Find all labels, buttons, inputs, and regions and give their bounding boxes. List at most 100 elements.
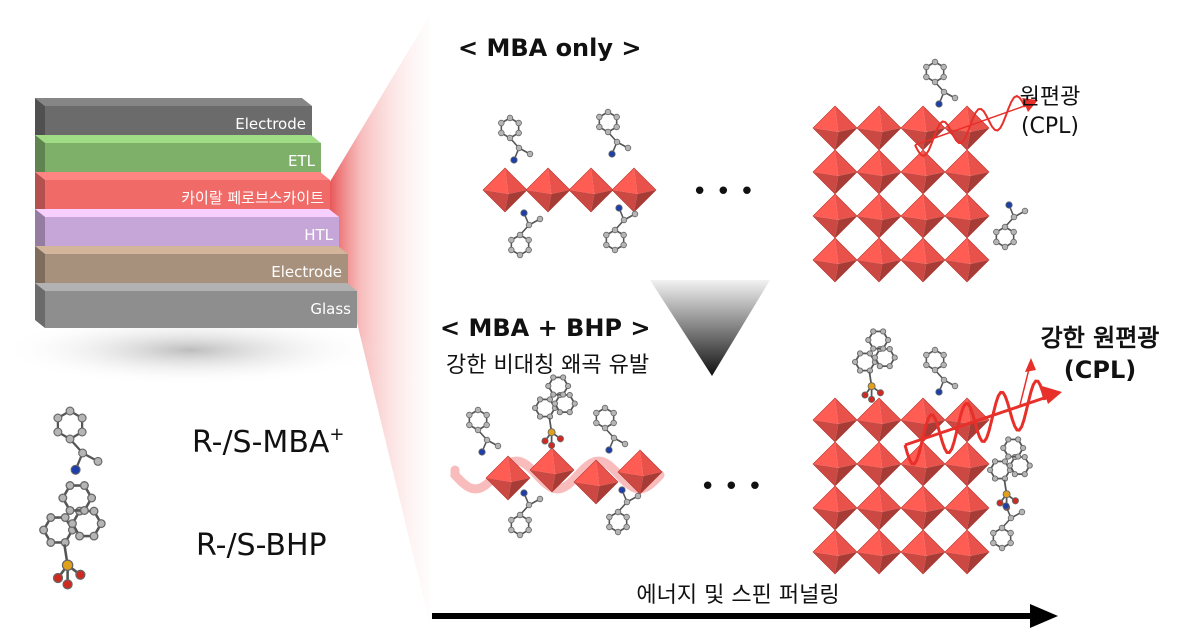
atom: [87, 493, 97, 503]
octahedron: [812, 397, 858, 443]
atom: [548, 441, 556, 449]
ellipsis-top: • • •: [692, 177, 755, 207]
atom: [565, 382, 572, 390]
atom: [536, 215, 544, 223]
octa-face: [879, 106, 901, 132]
octahedron: [900, 441, 946, 487]
stack-layer-side: [35, 98, 45, 143]
octa-face: [945, 398, 971, 424]
strong-cpl-ray: [904, 394, 1051, 447]
atom: [876, 389, 884, 397]
cpl-wave-bottom: [903, 358, 1062, 466]
octa-face: [857, 150, 883, 176]
atom: [46, 513, 56, 523]
octa-face: [857, 260, 883, 282]
atom: [525, 516, 532, 524]
twist-ribbon-path: [450, 456, 665, 494]
atom: [923, 361, 930, 369]
octa-face: [548, 168, 570, 194]
octahedron: [900, 529, 946, 575]
stack-layer-label: HTL: [304, 226, 333, 244]
octa-face: [813, 442, 839, 468]
atom: [547, 428, 556, 437]
stack-layer-side: [35, 209, 45, 254]
octa-face: [923, 194, 945, 220]
atom: [620, 231, 627, 239]
bhp-molecule-icon: [39, 481, 106, 590]
bottom-panel: < MBA + BHP > 강한 비대칭 왜곡 유발 • • • 강한 원편광 …: [440, 314, 1159, 575]
octa-face: [857, 398, 883, 424]
octahedron: [900, 149, 946, 195]
atom: [935, 388, 943, 396]
atom: [566, 409, 573, 416]
octa-face: [483, 190, 509, 212]
stack-layer-front: [45, 291, 357, 328]
atom: [536, 495, 544, 503]
atom: [940, 63, 947, 71]
legend: R-/S-MBA+ R-/S-BHP: [39, 406, 345, 590]
octa-face: [945, 172, 971, 194]
atom: [498, 129, 505, 137]
stack-layer: 카이랄 페로브스카이트: [35, 172, 330, 217]
octahedron: [482, 167, 528, 213]
atom: [1010, 213, 1018, 221]
atom: [89, 531, 99, 541]
atom: [75, 569, 86, 580]
octa-edge: [944, 529, 990, 575]
octa-edge: [529, 447, 575, 493]
octa-face: [945, 530, 971, 556]
top-panel-title: < MBA only >: [458, 34, 641, 62]
atom: [61, 559, 74, 571]
bhp-molecule: [987, 436, 1033, 511]
octahedron: [485, 455, 531, 501]
ellipsis-bottom: • • •: [700, 472, 763, 502]
octahedron: [812, 237, 858, 283]
atom: [621, 440, 629, 448]
atom: [998, 524, 1006, 532]
energy-axis-arrowhead: [1030, 604, 1058, 628]
energy-axis-label: 에너지 및 스핀 퍼널링: [636, 583, 839, 608]
atom: [606, 523, 613, 531]
atom: [601, 424, 609, 432]
octahedron: [944, 149, 990, 195]
mba-molecule: [606, 486, 642, 536]
octa-face: [901, 486, 927, 512]
stack-layer: Electrode: [35, 98, 312, 143]
stack-layer: Electrode: [35, 246, 348, 291]
octa-edge: [525, 167, 571, 213]
atom: [940, 88, 948, 96]
octa-face: [835, 442, 857, 468]
mba-molecule: [508, 489, 544, 539]
octahedron: [812, 105, 858, 151]
cpl-polarization-arrowhead: [1025, 358, 1036, 372]
octa-face: [967, 486, 989, 512]
atom: [993, 238, 1000, 246]
atom: [614, 508, 622, 516]
atom: [53, 427, 63, 437]
atom: [550, 374, 557, 381]
atom: [596, 113, 603, 121]
octahedron: [525, 167, 571, 213]
atom: [96, 519, 106, 529]
atom: [541, 437, 549, 445]
molecules-bottom: [466, 374, 642, 539]
atom: [618, 486, 626, 494]
atom: [78, 448, 88, 458]
energy-axis-shaft: [432, 613, 1032, 619]
atom: [951, 94, 959, 102]
atom: [931, 78, 939, 86]
octahedron: [568, 167, 614, 213]
stack-layer-front: [45, 180, 330, 217]
octa-face: [901, 150, 927, 176]
atom: [508, 236, 515, 244]
atom: [1015, 436, 1022, 443]
bottom-panel-subtitle: 강한 비대칭 왜곡 유발: [446, 353, 649, 378]
atom: [516, 531, 524, 539]
atom: [856, 367, 864, 374]
octa-face: [530, 470, 556, 492]
grid-molecules-top: [923, 58, 1029, 251]
atom: [483, 411, 490, 419]
atom: [65, 434, 75, 444]
atom: [868, 395, 876, 403]
octa-face: [813, 106, 839, 132]
